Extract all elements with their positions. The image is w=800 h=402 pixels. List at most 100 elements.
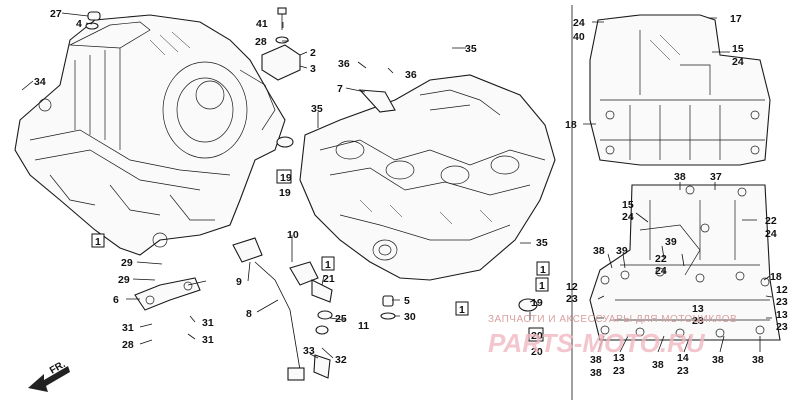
callout-38-f: 38 [752, 354, 764, 366]
callout-20: 20 [531, 346, 543, 358]
oil-plug-19 [276, 136, 538, 312]
callout-30: 30 [404, 311, 416, 323]
callout-31-bottom: 31 [202, 334, 214, 346]
leader-lines [21, 12, 773, 359]
neutral-switch-10 [289, 261, 333, 303]
oil-pressure-switch-7 [358, 89, 396, 113]
boxed-callout-1-center: 1 [325, 259, 331, 271]
callout-35-lower: 35 [536, 237, 548, 249]
callout-7: 7 [337, 83, 343, 95]
switch-assembly-11 [313, 310, 333, 379]
callout-15-b: 15 [622, 199, 634, 211]
boxed-callout-1-right2: 1 [539, 280, 545, 292]
boxed-callout-1-lower: 1 [459, 304, 465, 316]
callout-2: 2 [310, 47, 316, 59]
front-direction-arrow: FR. [28, 359, 70, 392]
callout-35-mid: 35 [311, 103, 323, 115]
callout-39-a: 39 [665, 236, 677, 248]
callout-31-right: 31 [202, 317, 214, 329]
o-ring-4 [85, 22, 99, 30]
callout-17: 17 [730, 13, 742, 25]
callout-22-b: 22 [655, 253, 667, 265]
callout-38-b: 38 [593, 245, 605, 257]
callout-40: 40 [573, 31, 585, 43]
callout-28: 28 [255, 36, 267, 48]
callout-36-right: 36 [405, 69, 417, 81]
callout-24-c: 24 [622, 211, 634, 223]
callout-23-mid: 23 [692, 315, 704, 327]
callout-25: 25 [335, 313, 347, 325]
callout-27: 27 [50, 8, 62, 20]
callout-29-upper: 29 [121, 257, 133, 269]
plug-5 [380, 295, 396, 320]
callout-34: 34 [34, 76, 46, 88]
watermark: ЗАПЧАСТИ И АКСЕССУАРЫ ДЛЯ МОТОЦИКЛОВ PAR… [488, 314, 737, 358]
crankcase-top-view [589, 14, 771, 166]
callout-labels: 27 4 34 41 28 2 3 36 36 35 7 35 19 10 9 … [34, 8, 788, 379]
bracket-6 [134, 277, 201, 311]
callout-11: 11 [358, 320, 369, 332]
callout-32: 32 [335, 354, 347, 366]
boxed-callout-20: 20 [531, 330, 543, 342]
callout-36-left: 36 [338, 58, 350, 70]
callout-19-lower: 19 [531, 297, 543, 309]
callout-14: 14 [677, 352, 689, 364]
callout-31-left: 31 [122, 322, 134, 334]
watermark-logo: PARTS-MOTO.RU [488, 328, 706, 358]
dowel-cap-27 [87, 11, 101, 21]
callout-13-bottom: 13 [613, 352, 625, 364]
callout-38-c: 38 [590, 354, 602, 366]
callout-4: 4 [76, 18, 82, 30]
callout-38-d: 38 [652, 359, 664, 371]
callout-12-left: 12 [566, 281, 578, 293]
callout-15-a: 15 [732, 43, 744, 55]
bolt-holes [600, 185, 770, 338]
callout-6: 6 [113, 294, 119, 306]
callout-38-a: 38 [674, 171, 686, 183]
boxed-callout-1-right: 1 [540, 264, 546, 276]
callout-24-a: 24 [573, 17, 585, 29]
callout-3: 3 [310, 63, 316, 75]
callout-41: 41 [256, 18, 268, 30]
callout-23-bottom2: 23 [677, 365, 689, 377]
upper-crankcase [14, 14, 286, 256]
callout-29-lower: 29 [118, 274, 130, 286]
callout-28-lower: 28 [122, 339, 134, 351]
crankcase-bottom-view [589, 184, 781, 341]
bolt-41 [277, 7, 287, 30]
callout-38-g: 38 [590, 367, 602, 379]
callout-13-right: 13 [776, 309, 788, 321]
breather-cover-2 [261, 36, 301, 81]
callout-23-right: 23 [776, 296, 788, 308]
boxed-callout-19: 19 [280, 172, 292, 184]
callout-33: 33 [303, 345, 315, 357]
boxed-callouts: 1 19 1 1 20 1 1 [91, 169, 550, 342]
watermark-caption: ЗАПЧАСТИ И АКСЕССУАРЫ ДЛЯ МОТОЦИКЛОВ [488, 314, 737, 325]
lower-crankcase [299, 74, 556, 281]
callout-10: 10 [287, 229, 299, 241]
callout-8: 8 [246, 308, 252, 320]
callout-19-upper: 19 [279, 187, 291, 199]
callout-18-a: 18 [565, 119, 577, 131]
callout-37: 37 [710, 171, 722, 183]
sensor-harness-8 [232, 237, 305, 381]
boxed-callout-1-left: 1 [95, 236, 101, 248]
callout-35-top: 35 [465, 43, 477, 55]
callout-23-left: 23 [566, 293, 578, 305]
callout-23-right2: 23 [776, 321, 788, 333]
callout-38-e: 38 [712, 354, 724, 366]
callout-24-d: 24 [765, 228, 777, 240]
callout-9: 9 [236, 276, 242, 288]
callout-23-bottom: 23 [613, 365, 625, 377]
callout-13-mid: 13 [692, 303, 704, 315]
callout-24-b: 24 [732, 56, 744, 68]
callout-39-b: 39 [616, 245, 628, 257]
callout-21: 21 [323, 273, 335, 285]
callout-24-e: 24 [655, 265, 667, 277]
callout-22-a: 22 [765, 215, 777, 227]
callout-18-b: 18 [770, 271, 782, 283]
callout-12-right: 12 [776, 284, 788, 296]
callout-5: 5 [404, 295, 410, 307]
